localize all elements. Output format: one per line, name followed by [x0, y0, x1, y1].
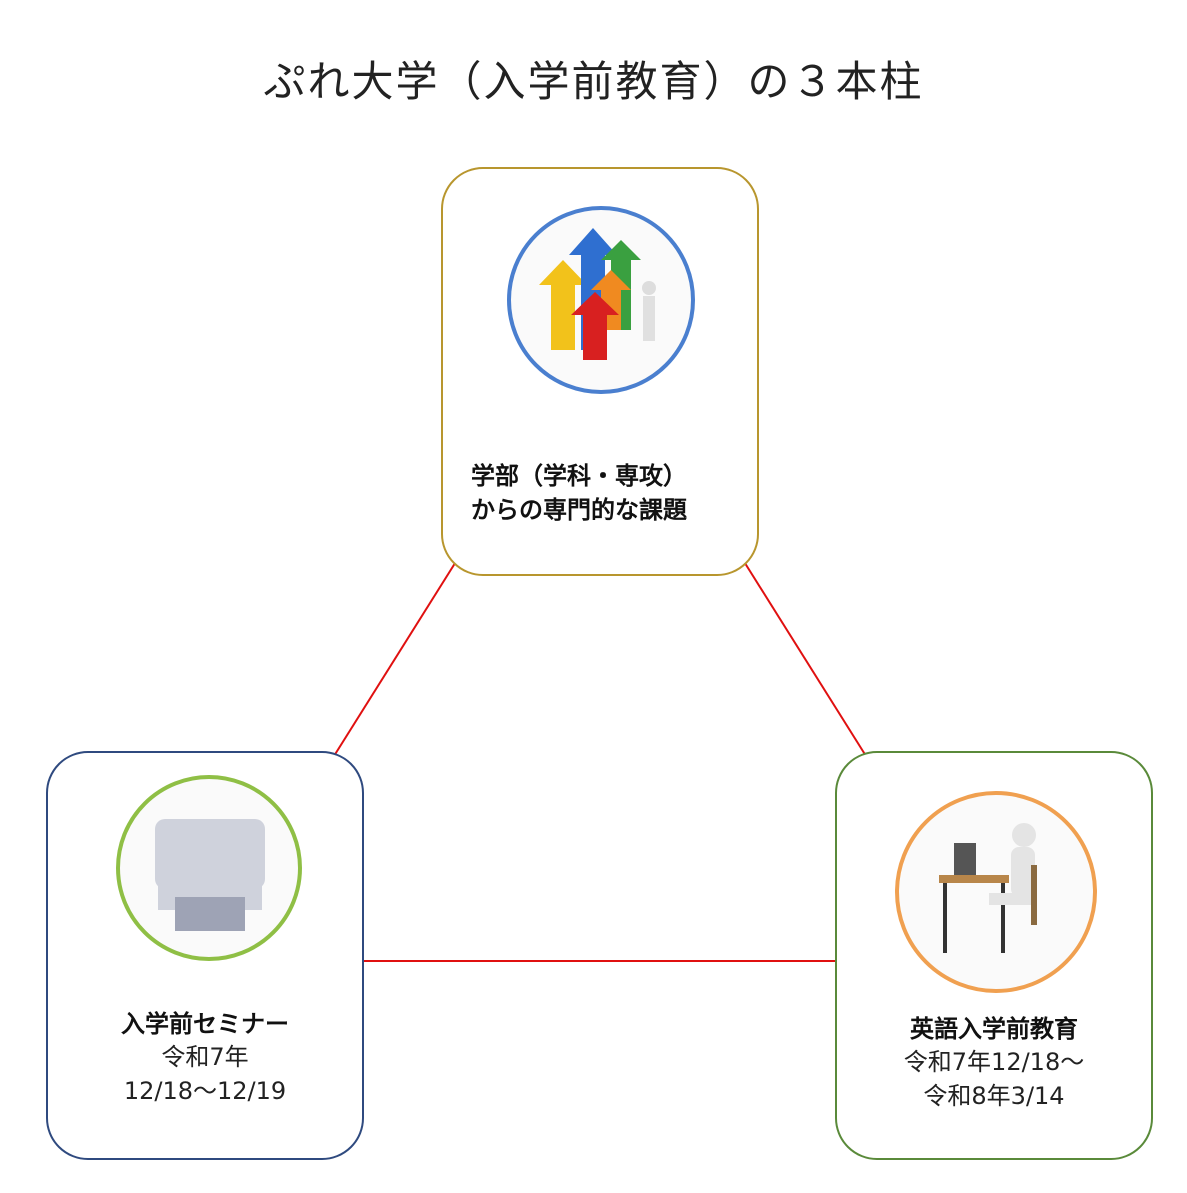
pillar-english-pre-enrollment: 英語入学前教育 令和7年12/18〜 令和8年3/14 — [835, 751, 1153, 1160]
crowd-friends-icon — [116, 775, 302, 961]
pillar-left-name: 入学前セミナー — [121, 1010, 289, 1038]
pillar-pre-enrollment-seminar: 入学前セミナー 令和7年 12/18〜12/19 — [46, 751, 364, 1160]
pillar-left-line1: 令和7年 — [161, 1043, 249, 1071]
growth-arrows-icon — [507, 206, 695, 394]
pillar-top-line2: からの専門的な課題 — [471, 496, 687, 524]
page-title: ぷれ大学（入学前教育）の３本柱 — [263, 57, 924, 106]
person-at-desk-icon — [895, 791, 1097, 993]
pillar-faculty-assignments: 学部（学科・専攻） からの専門的な課題 — [441, 167, 759, 576]
connector-top-left — [333, 559, 458, 757]
connector-top-right — [742, 559, 867, 757]
pillar-right-line2: 令和8年3/14 — [923, 1082, 1065, 1110]
pillar-top-line1: 学部（学科・専攻） — [471, 462, 687, 490]
pillar-right-name: 英語入学前教育 — [910, 1015, 1078, 1043]
pillar-left-line2: 12/18〜12/19 — [123, 1077, 287, 1105]
pillar-right-line1: 令和7年12/18〜 — [903, 1048, 1085, 1076]
